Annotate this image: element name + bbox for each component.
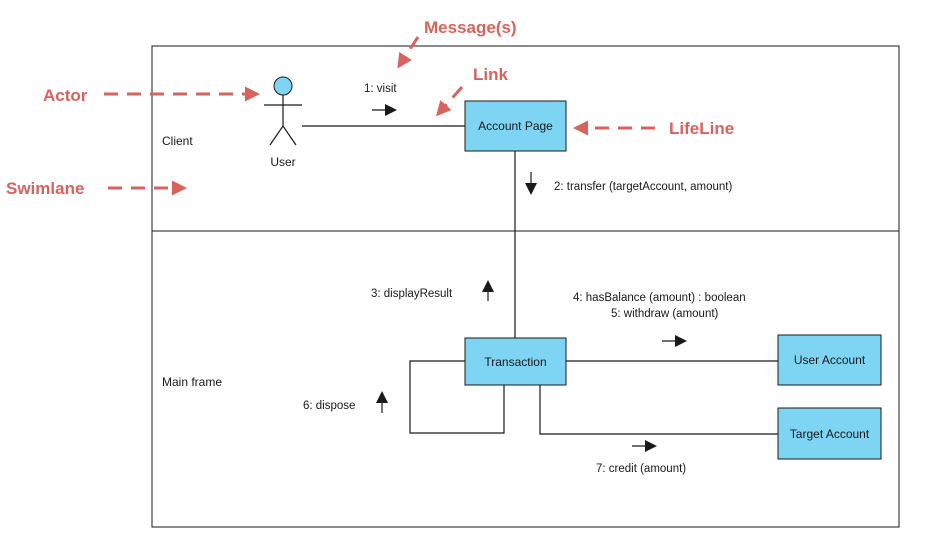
arrow-right-icon: [632, 440, 657, 452]
message-2-label: 2: transfer (targetAccount, amount): [554, 181, 733, 193]
annotation-swimlane: Swimlane: [6, 179, 84, 198]
object-account-page-label: Account Page: [478, 119, 553, 133]
object-transaction-label: Transaction: [484, 355, 546, 369]
arrow-down-icon: [525, 172, 537, 195]
arrow-right-icon: [662, 335, 687, 347]
arrow-up-icon: [376, 391, 388, 413]
actor-user[interactable]: [264, 76, 302, 146]
object-target-account[interactable]: [777, 407, 882, 460]
arrow-up-icon: [482, 280, 494, 301]
annotation-link-pointer: [436, 86, 464, 117]
annotation-messages-pointer: [397, 36, 420, 69]
link-transaction-self: [409, 360, 505, 434]
message-6-label: 6: dispose: [303, 400, 355, 412]
message-3-label: 3: displayResult: [371, 288, 453, 300]
message-7-label: 7: credit (amount): [596, 463, 686, 475]
message-1-label: 1: visit: [364, 83, 397, 95]
swimlane-frame: [151, 45, 900, 528]
arrow-right-icon: [372, 104, 397, 116]
swimlane-label-client: Client: [162, 134, 193, 148]
message-4-label: 4: hasBalance (amount) : boolean: [573, 292, 746, 304]
object-transaction[interactable]: [464, 337, 567, 386]
actor-label: User: [270, 155, 295, 169]
object-account-page[interactable]: [464, 100, 567, 152]
actor-head: [273, 76, 293, 96]
annotation-actor: Actor: [43, 86, 88, 105]
annotation-lifeline: LifeLine: [669, 119, 734, 138]
annotation-messages: Message(s): [424, 18, 517, 37]
object-target-account-label: Target Account: [790, 427, 870, 441]
swimlane-label-main-frame: Main frame: [162, 375, 222, 389]
message-5-label: 5: withdraw (amount): [611, 308, 719, 320]
object-user-account[interactable]: [777, 334, 882, 386]
annotation-link: Link: [473, 65, 508, 84]
object-user-account-label: User Account: [794, 353, 866, 367]
link-transaction-targetaccount: [539, 385, 778, 435]
